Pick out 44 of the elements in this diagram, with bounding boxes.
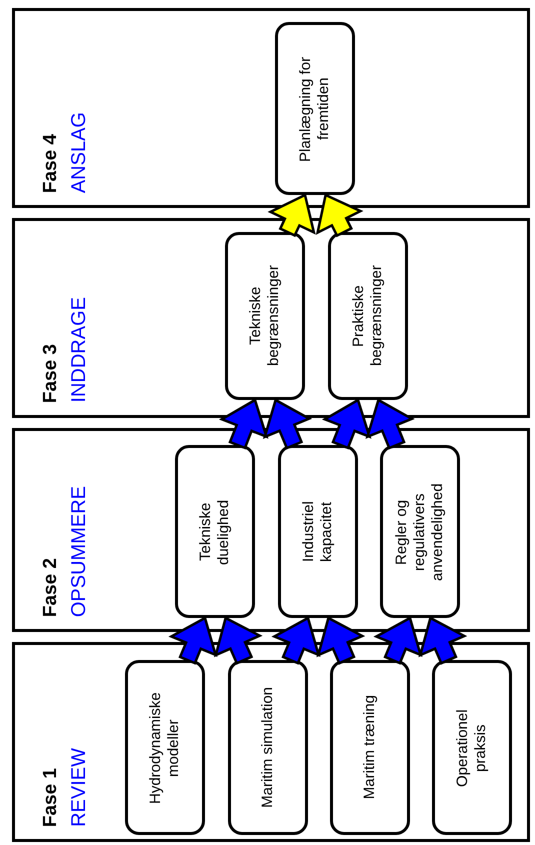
box-label: Maritim simulation bbox=[259, 687, 277, 808]
process-box bbox=[228, 660, 308, 835]
box-label: Tekniske duelighed bbox=[197, 498, 233, 566]
phase-title: Fase 3 bbox=[41, 344, 60, 403]
block-arrow bbox=[365, 398, 415, 450]
block-arrow bbox=[218, 398, 268, 450]
box-label: Maritim træning bbox=[361, 695, 379, 800]
block-arrow bbox=[373, 616, 423, 665]
process-box bbox=[275, 22, 355, 195]
block-arrow bbox=[271, 616, 321, 665]
phase-band bbox=[12, 8, 530, 208]
block-arrow bbox=[316, 616, 366, 665]
block-arrow bbox=[168, 616, 218, 665]
phase-band bbox=[12, 642, 530, 842]
phase-name: INDDRAGE bbox=[69, 297, 89, 403]
box-label: Operationel praksis bbox=[454, 708, 490, 788]
phase-band bbox=[12, 218, 530, 418]
box-label: Regler og regulativers anvendelighed bbox=[393, 482, 447, 582]
block-arrow bbox=[214, 616, 263, 665]
phase-name: REVIEW bbox=[69, 748, 89, 827]
box-label: Planlægning for fremtiden bbox=[297, 54, 333, 164]
phase-title: Fase 2 bbox=[41, 558, 60, 617]
phase-name: OPSUMMERE bbox=[69, 486, 89, 617]
process-box bbox=[175, 445, 255, 618]
phase-name: ANSLAG bbox=[69, 112, 89, 193]
process-box bbox=[225, 232, 305, 400]
process-box bbox=[330, 660, 410, 835]
process-box bbox=[432, 660, 512, 835]
box-label: Praktiske begrænsninger bbox=[350, 264, 386, 368]
box-label: Hydrodynamiske modeller bbox=[147, 690, 183, 806]
process-box bbox=[328, 232, 408, 400]
block-arrow bbox=[322, 398, 372, 450]
block-arrow bbox=[268, 193, 316, 238]
block-arrow bbox=[418, 616, 468, 665]
block-arrow bbox=[316, 193, 364, 238]
block-arrow bbox=[262, 398, 312, 450]
process-box bbox=[278, 445, 358, 618]
box-label: Industriel kapacitet bbox=[300, 500, 336, 564]
process-box bbox=[380, 445, 460, 618]
box-label: Tekniske begrænsninger bbox=[247, 264, 283, 368]
phase-title: Fase 1 bbox=[41, 768, 60, 827]
process-box bbox=[125, 660, 205, 835]
phase-title: Fase 4 bbox=[41, 134, 60, 193]
phase-band bbox=[12, 428, 530, 632]
